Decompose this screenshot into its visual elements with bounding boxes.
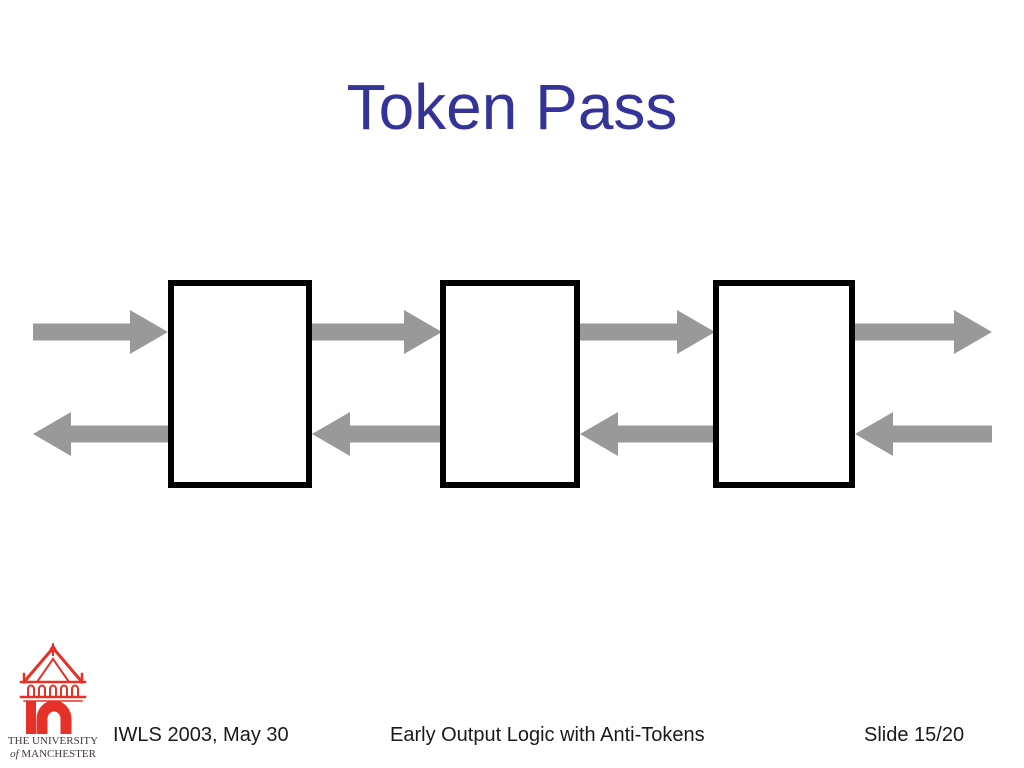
logo-caption-line2: of MANCHESTER [10,748,96,760]
backward-ack-arrow-out [33,412,168,456]
logo-caption-line1: THE UNIVERSITY [7,735,99,747]
backward-ack-arrow-in [855,412,992,456]
footer-slide-number: Slide 15/20 [864,724,965,746]
footer-presentation-title: Early Output Logic with Anti-Tokens [390,724,705,746]
university-of-manchester-logo: THE UNIVERSITY of MANCHESTER [0,642,106,761]
pipeline-stage-box-2 [440,280,580,488]
logo-caption: THE UNIVERSITY of MANCHESTER [0,735,106,761]
pipeline-stage-box-3 [713,280,855,488]
forward-token-arrow-2-3 [580,310,715,354]
pipeline-stage-box-1 [168,280,312,488]
university-crest-icon [19,643,87,734]
slide-title: Token Pass [346,71,678,143]
forward-token-arrow-1-2 [312,310,442,354]
backward-ack-arrow-3-2 [580,412,715,456]
forward-token-arrow-in [33,310,168,354]
footer-conference-date: IWLS 2003, May 30 [113,724,289,746]
backward-ack-arrow-2-1 [312,412,442,456]
forward-token-arrow-out [855,310,992,354]
